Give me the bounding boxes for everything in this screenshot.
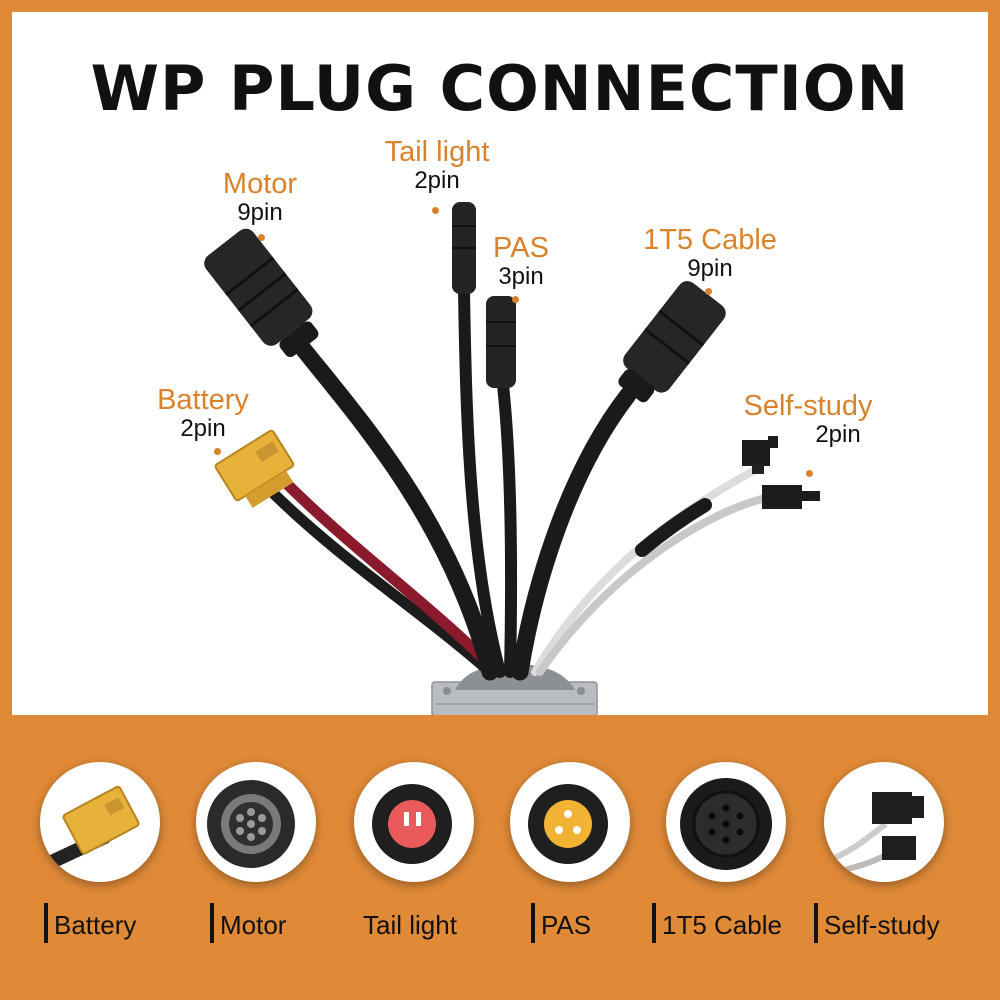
t5-cable-name: 1T5 Cable: [643, 224, 777, 256]
tail-light-connector-icon: [372, 784, 452, 864]
tail-light-dot: [432, 207, 439, 214]
legend-t5-cable-text: 1T5 Cable: [662, 910, 782, 941]
battery-label: Battery 2pin: [140, 386, 266, 441]
self-study-wire-2: [536, 493, 774, 676]
motor-label: Motor 9pin: [205, 170, 315, 225]
motor-pins: 9pin: [237, 199, 283, 226]
t5-cable: [511, 386, 637, 681]
connector-legend-panel: [0, 715, 1000, 1000]
self-study-connector-icon: [824, 792, 924, 877]
legend-bar: [652, 903, 656, 944]
self-study-thumbnail: [824, 762, 944, 882]
legend-battery: Battery: [44, 902, 136, 944]
legend-t5-cable: 1T5 Cable: [652, 902, 782, 944]
pas-thumbnail: [510, 762, 630, 882]
legend-bar: [814, 903, 818, 944]
legend-self-study: Self-study: [814, 902, 940, 944]
self-study-connector-1: [742, 436, 778, 474]
battery-thumbnail: [40, 762, 160, 882]
t5-cable-connector-icon: [680, 778, 772, 870]
pas-label: PAS 3pin: [478, 234, 564, 289]
pas-connector-icon: [528, 784, 608, 864]
t5-cable-label: 1T5 Cable 9pin: [620, 226, 800, 281]
self-study-label: Self-study 2pin: [724, 392, 892, 447]
legend-pas-text: PAS: [541, 910, 592, 941]
battery-wire-black: [262, 482, 496, 678]
t5-cable-thumbnail: [666, 762, 786, 882]
tail-light-thumbnail: [354, 762, 474, 882]
self-study-connector-2: [762, 485, 820, 509]
legend-tail-light: Tail light: [363, 902, 457, 944]
legend-bar: [531, 903, 535, 944]
battery-connector: [214, 429, 295, 508]
pas-cable: [497, 379, 518, 678]
tail-light-pins: 2pin: [414, 167, 460, 194]
pas-name: PAS: [493, 232, 549, 264]
pas-connector: [486, 296, 516, 388]
tail-light-label: Tail light 2pin: [362, 138, 512, 193]
motor-connector-icon: [207, 780, 295, 868]
page-title: WP PLUG CONNECTION: [90, 52, 910, 125]
battery-dot: [214, 448, 221, 455]
t5-cable-connector: [618, 281, 726, 403]
t5-cable-dot: [705, 288, 712, 295]
pas-pins: 3pin: [498, 263, 544, 290]
legend-motor-text: Motor: [220, 910, 287, 941]
legend-motor: Motor: [210, 902, 286, 944]
motor-connector: [204, 228, 319, 358]
wiring-harness-illustration: [204, 202, 820, 715]
legend-tail-light-text: Tail light: [363, 910, 457, 941]
motor-thumbnail: [196, 762, 316, 882]
self-study-pins: 2pin: [815, 421, 861, 448]
pas-dot: [512, 296, 519, 303]
tail-light-cable: [458, 284, 506, 678]
t5-cable-pins: 9pin: [687, 255, 733, 282]
motor-cable: [291, 336, 499, 681]
battery-wire-red: [272, 469, 501, 676]
motor-name: Motor: [222, 168, 298, 200]
legend-bar: [44, 903, 48, 944]
legend-battery-text: Battery: [54, 910, 137, 941]
legend-pas: PAS: [531, 902, 591, 944]
battery-name: Battery: [157, 384, 249, 416]
legend-bar: [210, 903, 214, 944]
self-study-dot: [806, 470, 813, 477]
self-study-name: Self-study: [743, 390, 873, 422]
motor-dot: [258, 234, 265, 241]
tail-light-name: Tail light: [384, 136, 490, 168]
legend-self-study-text: Self-study: [824, 910, 940, 941]
battery-pins: 2pin: [180, 415, 226, 442]
battery-connector-icon: [40, 785, 140, 873]
